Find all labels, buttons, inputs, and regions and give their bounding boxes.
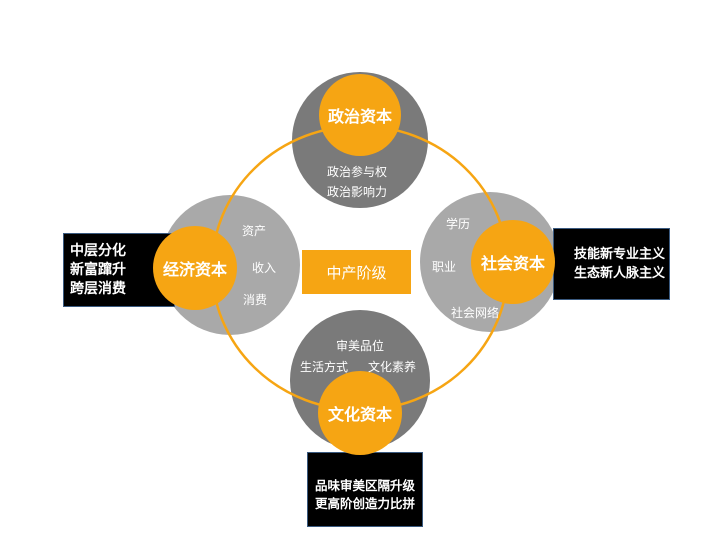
political-item: 政治参与权	[327, 165, 388, 179]
social-item: 学历	[446, 217, 471, 231]
cultural-box-line: 更高阶创造力比拼	[314, 495, 415, 511]
cultural-title: 文化资本	[318, 371, 402, 455]
social-item: 职业	[432, 260, 457, 274]
economic-item: 资产	[242, 224, 267, 238]
economic-item: 收入	[252, 261, 277, 275]
economic-box-line: 跨层消费	[70, 280, 126, 297]
political-item: 政治影响力	[327, 185, 388, 199]
economic-box-line: 新富蹿升	[70, 261, 126, 278]
economic-title: 经济资本	[153, 226, 237, 310]
social-box-line: 生态新人脉主义	[573, 266, 665, 281]
cultural-item: 生活方式	[300, 360, 349, 374]
cultural-box: 品味审美区隔升级 更高阶创造力比拼	[307, 452, 423, 527]
center-label: 中产阶级	[302, 250, 411, 294]
economic-box-line: 中层分化	[70, 242, 126, 259]
cultural-item: 文化素养	[368, 360, 417, 374]
political-title: 政治资本	[319, 74, 401, 156]
cultural-item: 审美品位	[336, 339, 385, 353]
social-item: 社会网络	[451, 306, 500, 320]
cultural-box-line: 品味审美区隔升级	[314, 477, 415, 493]
social-box: 技能新专业主义 生态新人脉主义	[553, 228, 670, 300]
economic-box: 中层分化 新富蹿升 跨层消费	[63, 233, 175, 307]
social-title: 社会资本	[471, 220, 555, 304]
economic-item: 消费	[243, 293, 268, 307]
social-box-line: 技能新专业主义	[573, 247, 665, 262]
